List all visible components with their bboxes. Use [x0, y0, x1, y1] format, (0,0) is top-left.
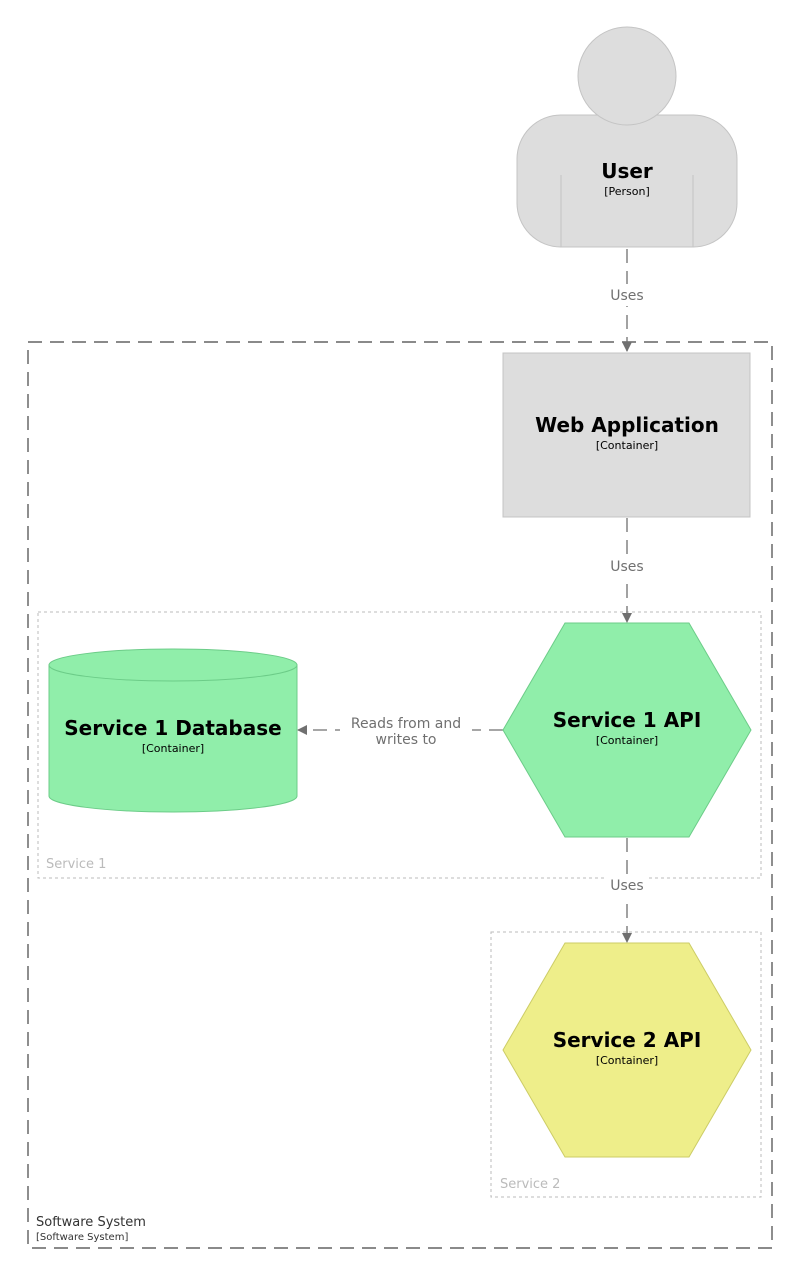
- user-person-head: [577, 26, 677, 126]
- service2-api-title: Service 2 API: [553, 1028, 702, 1052]
- service2-group-title: Service 2: [500, 1177, 560, 1192]
- service1-api-type: [Container]: [596, 734, 658, 747]
- edge-service1-api-service2-api: Uses: [605, 838, 649, 943]
- web-application-node[interactable]: Web Application [Container]: [502, 352, 751, 518]
- software-system-boundary: Software System [Software System]: [27, 341, 773, 1249]
- service1-group-title: Service 1: [46, 857, 106, 872]
- service1-api-node[interactable]: Service 1 API [Container]: [502, 622, 752, 838]
- web-application-type: [Container]: [596, 439, 658, 452]
- service1-database-title: Service 1 Database: [64, 716, 281, 740]
- edge-service1-api-service1-db: Reads from and writes to: [297, 712, 503, 748]
- edge-service1-api-service2-api-label: Uses: [610, 878, 643, 894]
- user-title: User: [601, 159, 653, 183]
- service1-group-boundary: Service 1: [37, 611, 762, 879]
- edge-user-web-app: Uses: [605, 249, 649, 352]
- edge-service1-api-service1-db-label-line2: writes to: [376, 732, 437, 748]
- user-type: [Person]: [604, 185, 650, 198]
- service1-database-node[interactable]: Service 1 Database [Container]: [48, 648, 298, 813]
- service2-api-type: [Container]: [596, 1054, 658, 1067]
- edge-web-app-service1-api: Uses: [605, 518, 649, 623]
- edge-web-app-service1-api-label: Uses: [610, 559, 643, 575]
- user-person-node[interactable]: User [Person]: [516, 26, 738, 248]
- software-system-boundary-title: Software System: [36, 1215, 146, 1230]
- service2-group-boundary: Service 2: [490, 931, 762, 1198]
- web-application-title: Web Application: [535, 413, 719, 437]
- edge-service1-api-service1-db-label-line1: Reads from and: [351, 716, 461, 732]
- service1-api-title: Service 1 API: [553, 708, 702, 732]
- software-system-boundary-type: [Software System]: [36, 1232, 128, 1243]
- service2-api-node[interactable]: Service 2 API [Container]: [502, 942, 752, 1158]
- service1-database-type: [Container]: [142, 742, 204, 755]
- edge-user-web-app-label: Uses: [610, 288, 643, 304]
